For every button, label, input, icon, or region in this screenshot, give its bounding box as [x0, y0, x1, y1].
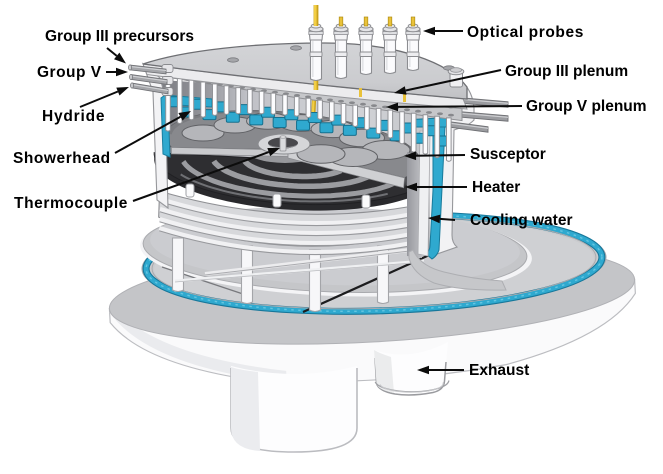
svg-text:Group III precursors: Group III precursors: [45, 28, 194, 45]
svg-text:Susceptor: Susceptor: [470, 146, 546, 163]
svg-text:Heater: Heater: [472, 179, 520, 196]
svg-text:Thermocouple: Thermocouple: [14, 195, 128, 212]
svg-text:Exhaust: Exhaust: [469, 362, 529, 379]
svg-text:Showerhead: Showerhead: [13, 150, 111, 167]
svg-text:Optical probes: Optical probes: [467, 24, 584, 41]
svg-text:Group V plenum: Group V plenum: [526, 98, 647, 115]
svg-text:Group V: Group V: [37, 64, 102, 81]
svg-text:Hydride: Hydride: [42, 108, 105, 125]
svg-text:Group III plenum: Group III plenum: [505, 63, 628, 80]
svg-text:Cooling water: Cooling water: [470, 212, 572, 229]
